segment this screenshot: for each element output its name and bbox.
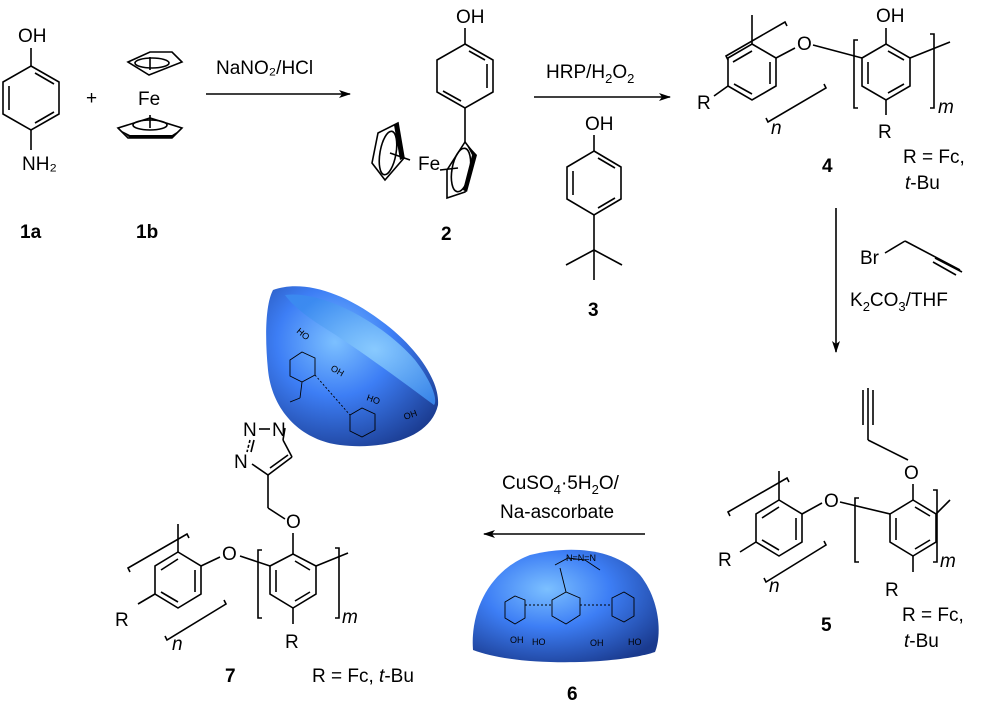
r-group-definition-7: R = Fc, t-Bu — [312, 666, 414, 687]
atom-r: R — [285, 632, 299, 653]
cd-label-ho: HO — [628, 637, 642, 647]
atom-fe: Fe — [418, 154, 440, 175]
compound-2-structure: OH Fe — [371, 7, 494, 200]
cd-label-ho: HO — [532, 637, 546, 647]
plus-sign: + — [86, 88, 97, 109]
reagent-nano2-hcl: NaNO₂/HCl — [216, 58, 313, 79]
atom-n: N — [243, 420, 257, 441]
cd-label-oh: OH — [402, 408, 418, 422]
cd-label-ho: HO — [365, 392, 381, 406]
cyclodextrin-dome-shape — [472, 549, 659, 663]
compound-label-6: 6 — [567, 684, 578, 705]
reagent-na-ascorbate: Na-ascorbate — [500, 502, 614, 523]
atom-o: O — [286, 512, 301, 533]
atom-nh2: NH₂ — [22, 154, 57, 175]
subscript-n: n — [771, 118, 782, 139]
cd-label-oh: OH — [510, 635, 524, 645]
compound-label-1a: 1a — [20, 222, 42, 243]
compound-1b-structure: Fe — [116, 51, 184, 139]
atom-o: O — [904, 463, 919, 484]
compound-label-2: 2 — [441, 224, 452, 245]
compound-4-structure: R n O OH R m — [697, 6, 954, 143]
atom-r: R — [697, 93, 711, 114]
subscript-n: n — [769, 576, 780, 597]
atom-oh: OH — [456, 7, 485, 28]
atom-r: R — [885, 580, 899, 601]
atom-r: R — [115, 610, 129, 631]
r-group-definition-4-line2: t-Bu — [905, 173, 940, 194]
compound-7-structure: HO OH HO OH N N N O R n O — [115, 286, 439, 655]
compound-1a-structure: OH NH₂ — [2, 26, 60, 175]
atom-br: Br — [860, 248, 880, 269]
atom-r: R — [878, 122, 892, 143]
compound-label-1b: 1b — [136, 222, 158, 243]
compound-label-4: 4 — [822, 156, 833, 177]
cyclodextrin-bowl-shape — [266, 286, 439, 447]
atom-fe: Fe — [138, 89, 160, 110]
compound-6-cyclodextrin: OH HO OH HO N=N=N — [472, 549, 659, 663]
atom-oh: OH — [18, 26, 47, 47]
reagent-k2co3-thf: K2CO3/THF — [850, 290, 948, 314]
reagent-propargyl-bromide: Br — [860, 240, 963, 276]
cd-label-azide: N=N=N — [566, 553, 596, 563]
r-group-definition-4-line1: R = Fc, — [903, 147, 965, 168]
subscript-m: m — [940, 551, 956, 572]
compound-5-structure: R n O O R m — [718, 388, 956, 601]
reagent-hrp-h2o2: HRP/H2O2 — [546, 62, 634, 86]
compound-label-5: 5 — [821, 615, 832, 636]
subscript-m: m — [938, 97, 954, 118]
atom-o: O — [797, 34, 812, 55]
compound-label-7: 7 — [225, 666, 236, 687]
atom-n: N — [272, 420, 286, 441]
compound-label-3: 3 — [588, 300, 599, 321]
r-group-definition-5-line2: t-Bu — [904, 631, 939, 652]
atom-n: N — [234, 452, 248, 473]
subscript-m: m — [342, 607, 358, 628]
atom-oh: OH — [876, 6, 905, 27]
r-group-definition-5-line1: R = Fc, — [902, 605, 964, 626]
cd-label-oh: OH — [590, 638, 604, 648]
reagent-cuso4: CuSO4·5H2O/ — [502, 473, 620, 497]
compound-3-structure: OH — [565, 114, 623, 280]
atom-r: R — [718, 550, 732, 571]
atom-o: O — [222, 544, 237, 565]
atom-o: O — [824, 491, 839, 512]
subscript-n: n — [172, 634, 183, 655]
atom-oh: OH — [585, 114, 614, 135]
